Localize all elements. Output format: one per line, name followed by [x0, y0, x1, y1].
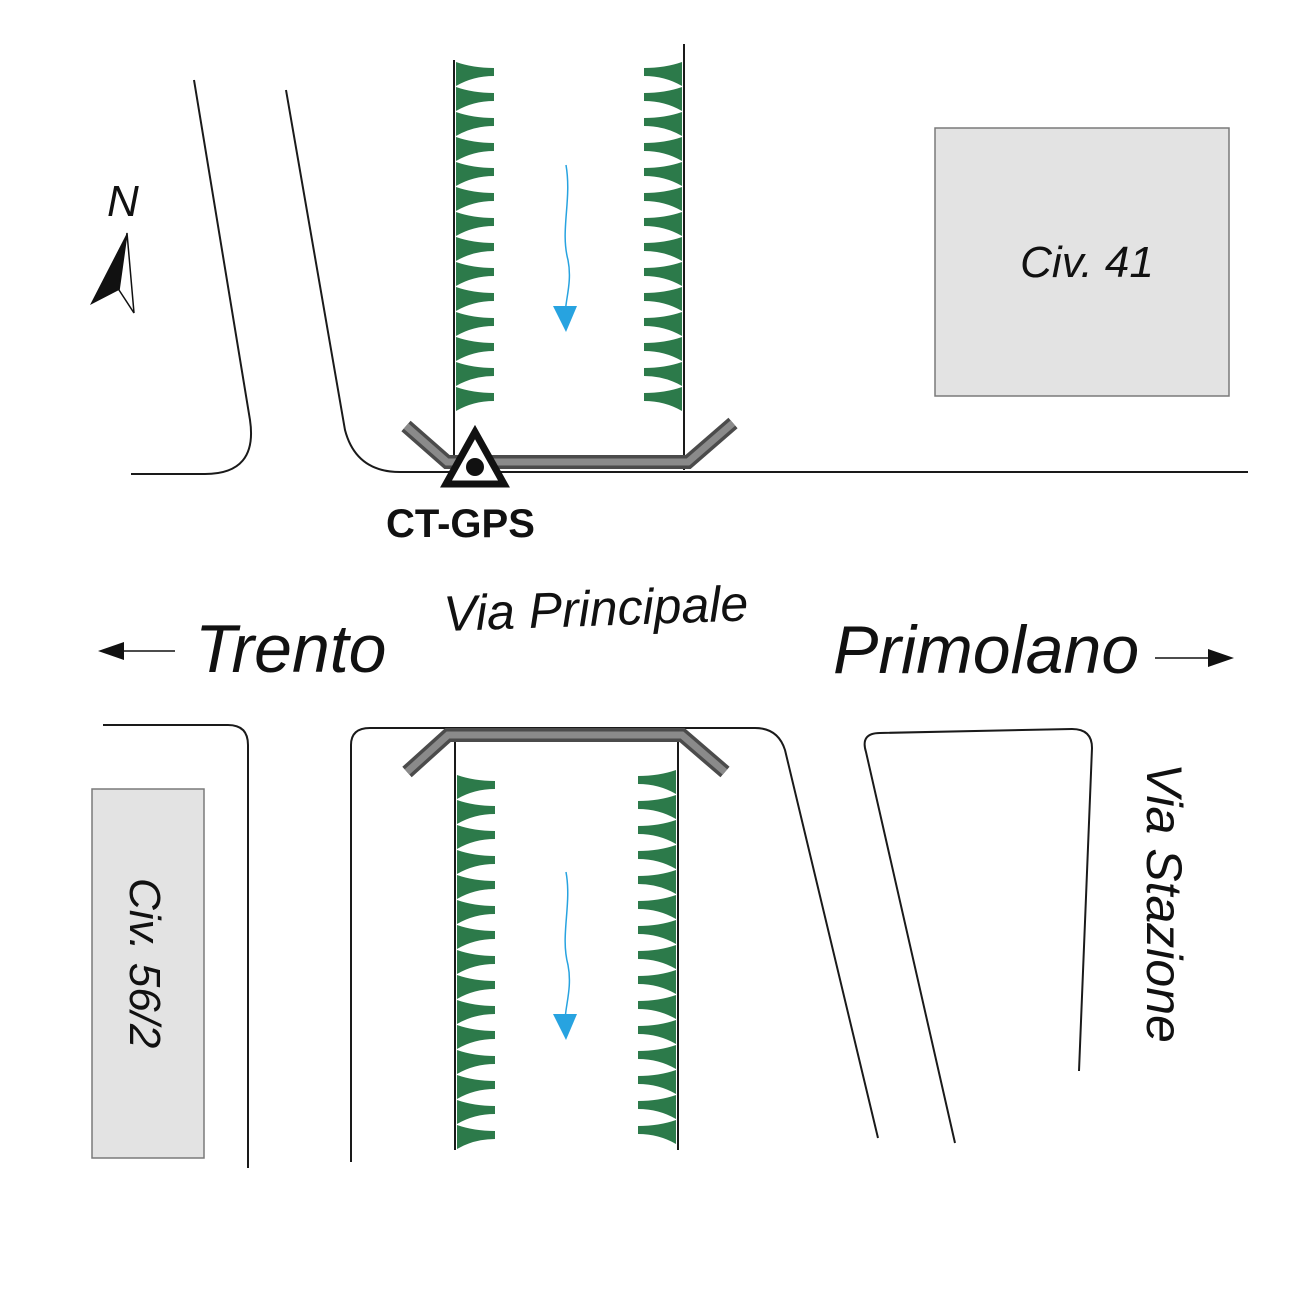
vegetation-mark	[456, 137, 494, 161]
vegetation-mark	[638, 845, 676, 869]
north-label: N	[107, 177, 139, 226]
arrow-icon	[1155, 649, 1234, 667]
vegetation-mark	[644, 337, 682, 361]
vegetation-mark	[644, 212, 682, 236]
vegetation-mark	[456, 112, 494, 136]
vegetation-mark	[644, 312, 682, 336]
building-bottom-label: Civ. 56/2	[120, 878, 169, 1048]
station-label: CT-GPS	[386, 502, 535, 546]
vegetation-mark	[638, 1045, 676, 1069]
vegetation-mark	[456, 87, 494, 111]
road-edge-via-stazione	[863, 727, 1094, 1144]
road-edge-south-middle	[350, 727, 879, 1162]
vegetation-mark	[644, 62, 682, 86]
main-road-label: Via Principale	[442, 575, 749, 642]
vegetation-mark	[644, 262, 682, 286]
vegetation-mark	[638, 1095, 676, 1119]
vegetation-mark	[457, 975, 495, 999]
vegetation-symbols	[456, 62, 682, 1149]
vegetation-mark	[457, 900, 495, 924]
vegetation-mark	[644, 237, 682, 261]
vegetation-mark	[638, 1120, 676, 1144]
vegetation-mark	[456, 312, 494, 336]
road-edge-north-west-a	[131, 79, 252, 475]
vegetation-mark	[638, 895, 676, 919]
right-destination-label: Primolano	[833, 612, 1139, 688]
north-arrow-icon	[90, 232, 135, 314]
vegetation-mark	[638, 870, 676, 894]
vegetation-mark	[638, 1070, 676, 1094]
building-top-label: Civ. 41	[1020, 238, 1154, 287]
vegetation-mark	[456, 262, 494, 286]
vegetation-mark	[456, 287, 494, 311]
flow-arrow-icon	[553, 164, 577, 332]
vegetation-mark	[644, 387, 682, 411]
road-edge-south-west	[103, 724, 249, 1168]
vegetation-mark	[456, 237, 494, 261]
vegetation-mark	[456, 337, 494, 361]
vegetation-mark	[644, 87, 682, 111]
vegetation-mark	[638, 770, 676, 794]
vegetation-mark	[638, 970, 676, 994]
vegetation-mark	[457, 775, 495, 799]
vegetation-mark	[457, 1000, 495, 1024]
vegetation-mark	[457, 1125, 495, 1149]
side-road-label: Via Stazione	[1136, 763, 1192, 1043]
vegetation-mark	[457, 1025, 495, 1049]
vegetation-mark	[638, 820, 676, 844]
vegetation-mark	[457, 1100, 495, 1124]
vegetation-mark	[457, 875, 495, 899]
vegetation-mark	[457, 1050, 495, 1074]
vegetation-mark	[638, 945, 676, 969]
vegetation-mark	[456, 212, 494, 236]
vegetation-mark	[638, 920, 676, 944]
vegetation-mark	[456, 162, 494, 186]
vegetation-mark	[644, 187, 682, 211]
vegetation-mark	[457, 800, 495, 824]
vegetation-mark	[644, 112, 682, 136]
triangle-dot-icon	[440, 424, 510, 488]
vegetation-mark	[457, 1075, 495, 1099]
left-destination-label: Trento	[195, 611, 386, 687]
vegetation-mark	[638, 1020, 676, 1044]
arrow-icon	[98, 642, 175, 660]
vegetation-mark	[457, 925, 495, 949]
vegetation-mark	[638, 995, 676, 1019]
vegetation-mark	[638, 795, 676, 819]
vegetation-mark	[456, 62, 494, 86]
vegetation-mark	[644, 137, 682, 161]
vegetation-mark	[457, 950, 495, 974]
vegetation-mark	[457, 825, 495, 849]
building-civ-56-2	[91, 788, 205, 1159]
vegetation-mark	[457, 850, 495, 874]
road-edge-north-west-b	[285, 89, 1248, 473]
vegetation-mark	[456, 387, 494, 411]
building-civ-41	[934, 127, 1230, 397]
bridge-north-inner	[403, 420, 736, 466]
vegetation-mark	[644, 162, 682, 186]
vegetation-mark	[644, 287, 682, 311]
flow-arrow-icon	[553, 871, 577, 1040]
bridge-south-inner	[404, 731, 728, 775]
vegetation-mark	[644, 362, 682, 386]
vegetation-mark	[456, 187, 494, 211]
vegetation-mark	[456, 362, 494, 386]
